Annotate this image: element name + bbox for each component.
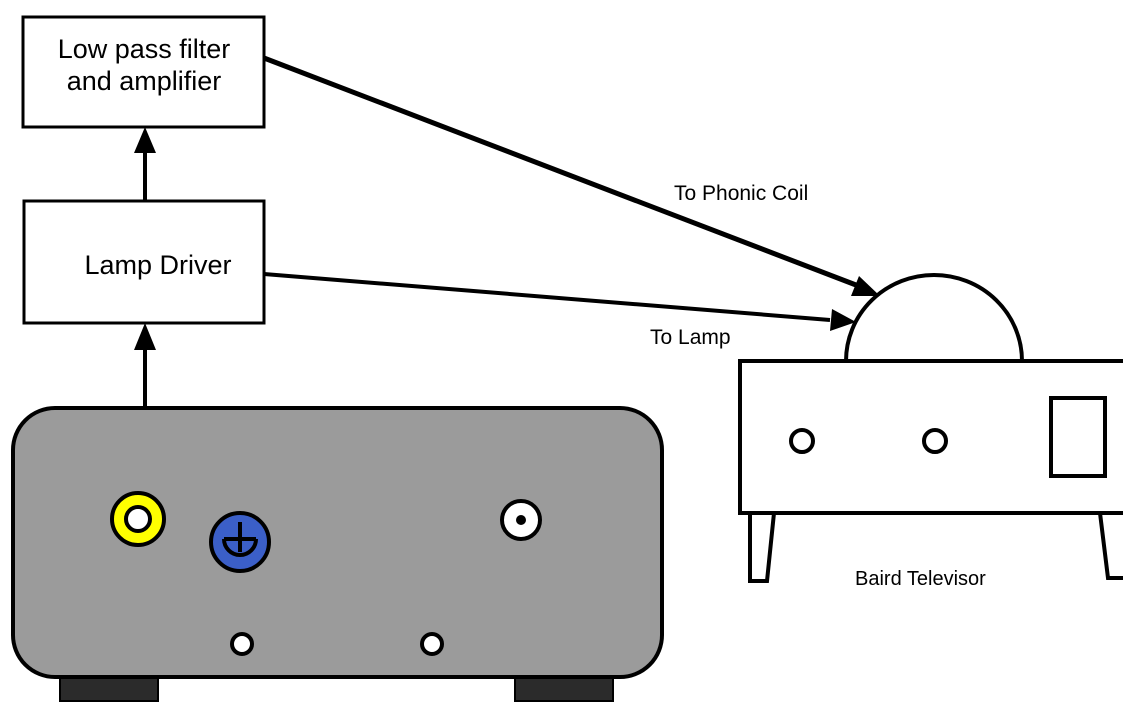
coax-connector	[500, 499, 542, 541]
televisor-caption: Baird Televisor	[855, 568, 986, 590]
televisor-viewing-window	[1049, 396, 1107, 478]
televisor-leg-left	[748, 511, 777, 583]
lamp-label: To Lamp	[650, 326, 731, 349]
line-to-lamp	[263, 272, 856, 331]
source-unit	[11, 406, 664, 702]
televisor-leg-right	[1098, 512, 1123, 580]
televisor-knob-left	[789, 428, 815, 454]
chassis-screw-left	[230, 632, 254, 656]
filter-label-line1: Low pass filter	[58, 34, 231, 64]
arrow-driver-to-filter	[134, 127, 156, 201]
chassis-screw-right	[420, 632, 444, 656]
rca-output-jack	[110, 491, 166, 547]
low-pass-filter-block: Low pass filter and amplifier	[21, 15, 266, 129]
televisor-dome	[844, 273, 1024, 362]
source-chassis	[11, 406, 664, 679]
lamp-driver-label: Lamp Driver	[84, 250, 231, 280]
right-foot	[514, 674, 614, 702]
televisor-knob-right	[922, 428, 948, 454]
baird-televisor: Baird Televisor	[738, 273, 1123, 590]
left-foot	[59, 674, 159, 702]
phonic-coil-label: To Phonic Coil	[674, 182, 808, 205]
ground-terminal-icon	[209, 511, 271, 573]
lamp-driver-block: Lamp Driver	[22, 199, 266, 325]
filter-label-line2: and amplifier	[67, 66, 222, 96]
line-to-phonic-coil	[263, 55, 880, 296]
